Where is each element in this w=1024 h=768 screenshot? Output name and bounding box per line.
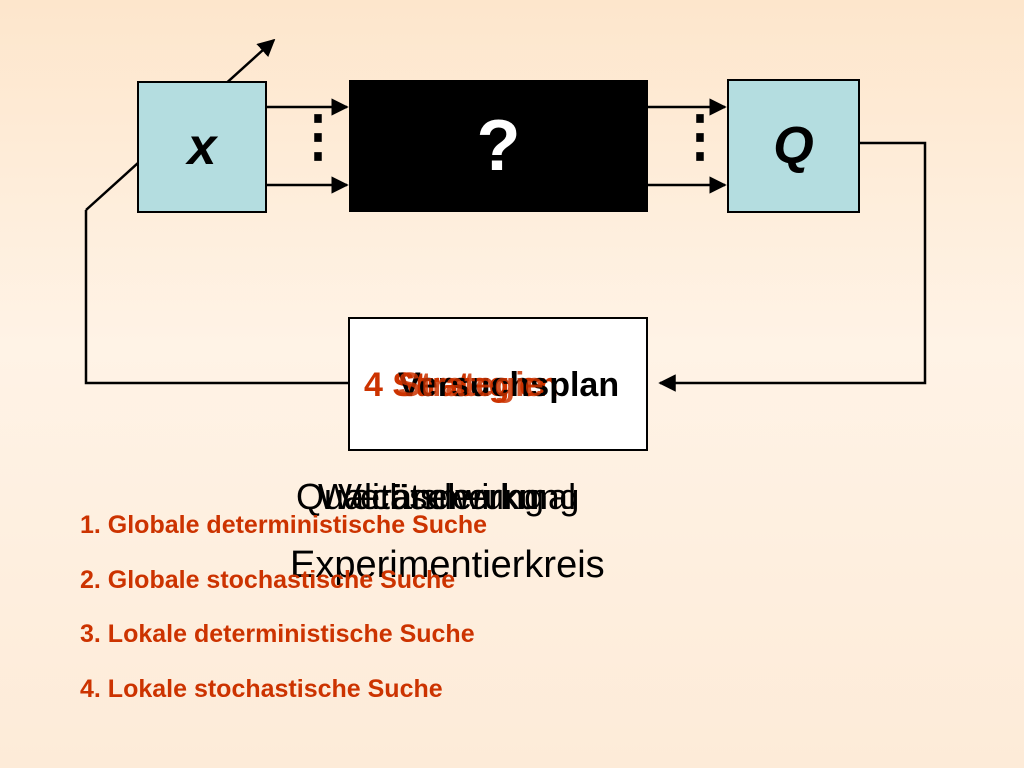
output-box: Q <box>727 79 860 213</box>
caption-veraenderung: Veränderung <box>338 476 545 517</box>
strategy-item-4: 4. Lokale stochastische Suche <box>80 675 443 703</box>
input-dots: ⋮ <box>290 104 346 167</box>
output-dots: ⋮ <box>672 104 728 167</box>
input-variable: x <box>187 118 217 176</box>
unknown-symbol: ? <box>476 106 521 186</box>
strategy-label-versuchsplan: Versuchsplan <box>398 366 620 404</box>
input-box: x <box>137 81 267 213</box>
caption-experimentierkreis: Experimentierkreis <box>290 544 605 586</box>
feedback-line-right <box>658 141 927 392</box>
feedback-line-left <box>84 210 348 385</box>
strategy-item-1: 1. Globale deterministische Suche <box>80 511 488 539</box>
black-box: ? <box>349 80 648 212</box>
output-variable: Q <box>773 117 814 175</box>
strategy-item-3: 3. Lokale deterministische Suche <box>80 620 475 648</box>
strategy-box <box>348 317 648 451</box>
strategy-label-4-strategien: 4 Strategien <box>364 366 559 404</box>
caption-qualitaetsmerkmal: Qualitätsmerkmal <box>296 476 577 517</box>
strategy-label-strategie: Strategie <box>398 366 544 404</box>
caption-wechselwirkung: Wechselwirkung <box>318 476 580 517</box>
strategy-item-2: 2. Globale stochastische Suche <box>80 566 456 594</box>
